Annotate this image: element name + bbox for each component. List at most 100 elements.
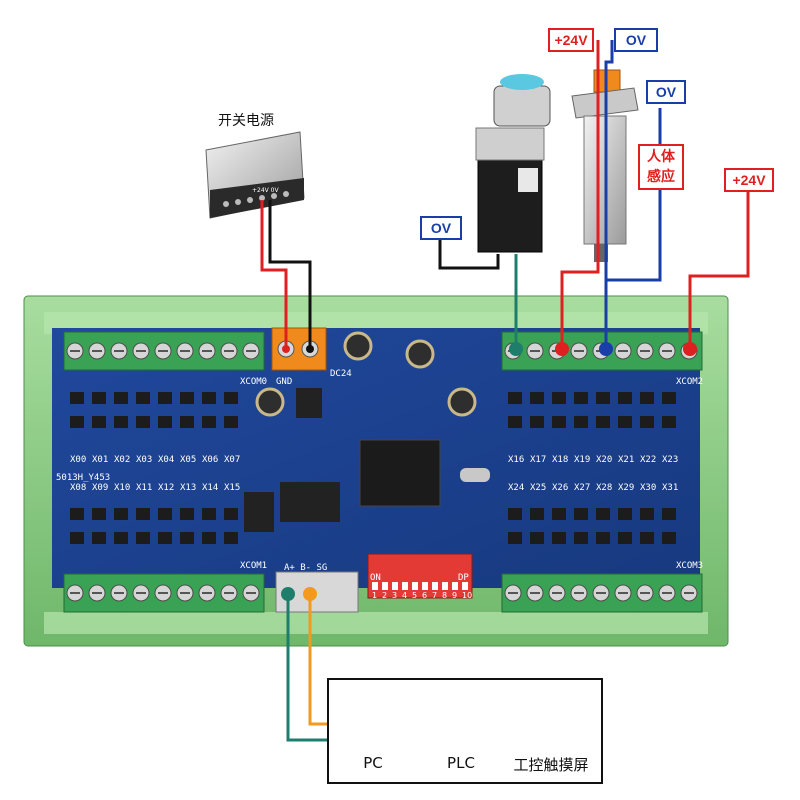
optocoupler-chip xyxy=(618,532,632,544)
dip-number: 8 xyxy=(442,591,447,600)
optocoupler-chip xyxy=(618,416,632,428)
optocoupler-chip xyxy=(92,392,106,404)
io-channel-label: X09 xyxy=(92,483,108,493)
dip-on-label: ON xyxy=(370,573,381,583)
optocoupler-chip xyxy=(92,508,106,520)
mcu-chip xyxy=(359,439,441,507)
rs485-chip xyxy=(280,482,340,522)
dip-switch[interactable] xyxy=(367,553,473,599)
io-channel-label: X20 xyxy=(596,455,612,465)
io-channel-label: X26 xyxy=(552,483,568,493)
xcom3-label: XCOM3 xyxy=(676,561,703,571)
dip-number: 7 xyxy=(432,591,437,600)
communication-devices-box xyxy=(327,678,603,784)
optocoupler-chip xyxy=(180,532,194,544)
optocoupler-chip xyxy=(530,392,544,404)
optocoupler-chip xyxy=(224,508,238,520)
optocoupler-chip xyxy=(508,392,522,404)
optocoupler-chip xyxy=(662,532,676,544)
io-channel-label: X00 xyxy=(70,455,86,465)
io-channel-label: X04 xyxy=(158,455,174,465)
io-channel-label: X14 xyxy=(202,483,218,493)
device-label-touchscreen: 工控触摸屏 xyxy=(513,756,589,774)
io-channel-label: X07 xyxy=(224,455,240,465)
psu-terminal-text: +24V 0V xyxy=(252,187,279,194)
dip-number: 9 xyxy=(452,591,457,600)
power-supply-label: 开关电源 xyxy=(218,113,274,129)
optocoupler-chip xyxy=(114,416,128,428)
optocoupler-chip xyxy=(92,532,106,544)
dip-number: 4 xyxy=(402,591,407,600)
ov-top-label: OV xyxy=(614,28,658,52)
optocoupler-chip xyxy=(202,532,216,544)
io-channel-label: X25 xyxy=(530,483,546,493)
io-channel-label: X08 xyxy=(70,483,86,493)
io-channel-label: X10 xyxy=(114,483,130,493)
optocoupler-chip xyxy=(530,416,544,428)
io-channel-label: X16 xyxy=(508,455,524,465)
optocoupler-chip xyxy=(574,508,588,520)
io-channel-label: X24 xyxy=(508,483,524,493)
dip-number: 3 xyxy=(392,591,397,600)
optocoupler-chip xyxy=(640,508,654,520)
xcom0-label: XCOM0 xyxy=(240,377,267,387)
optocoupler-chip xyxy=(70,532,84,544)
optocoupler-chip xyxy=(662,416,676,428)
optocoupler-chip xyxy=(618,508,632,520)
optocoupler-chip xyxy=(136,508,150,520)
optocoupler-chip xyxy=(180,392,194,404)
optocoupler-chip xyxy=(70,392,84,404)
optocoupler-chip xyxy=(640,392,654,404)
io-channel-label: X12 xyxy=(158,483,174,493)
xcom2-label: XCOM2 xyxy=(676,377,703,387)
optocoupler-chip xyxy=(224,392,238,404)
optocoupler-chip xyxy=(552,532,566,544)
optocoupler-chip xyxy=(596,392,610,404)
pcb-components xyxy=(244,331,490,599)
io-channel-label: X23 xyxy=(662,455,678,465)
io-channel-label: X18 xyxy=(552,455,568,465)
dip-dp-label: DP xyxy=(458,573,469,583)
io-channel-label: X19 xyxy=(574,455,590,465)
dc24-label: DC24 xyxy=(330,369,352,379)
optocoupler-chip xyxy=(180,508,194,520)
optocoupler-chip xyxy=(640,416,654,428)
optocoupler-chip xyxy=(596,508,610,520)
io-channel-label: X27 xyxy=(574,483,590,493)
optocoupler-chip xyxy=(552,508,566,520)
ov-left-label: OV xyxy=(420,216,462,240)
optocoupler-chip xyxy=(114,392,128,404)
io-channel-label: X29 xyxy=(618,483,634,493)
wires xyxy=(260,40,750,742)
optocoupler-chip xyxy=(224,532,238,544)
rs485-label: A+ B- SG xyxy=(284,563,327,573)
optocoupler-chip xyxy=(574,416,588,428)
optocoupler-chip xyxy=(552,392,566,404)
optocoupler-chip xyxy=(92,416,106,428)
gnd-label: GND xyxy=(276,377,292,387)
optocoupler-chip xyxy=(508,532,522,544)
io-channel-label: X21 xyxy=(618,455,634,465)
optocoupler-chip xyxy=(596,532,610,544)
optocoupler-chip xyxy=(574,532,588,544)
io-channel-label: X01 xyxy=(92,455,108,465)
optocoupler-chip xyxy=(70,508,84,520)
optocoupler-chip xyxy=(574,392,588,404)
dip-number: 10 xyxy=(462,591,472,600)
plus24v-top-label: +24V xyxy=(548,28,594,52)
optocoupler-chip xyxy=(508,416,522,428)
optocoupler-chip xyxy=(618,392,632,404)
dip-number: 1 xyxy=(372,591,377,600)
optocoupler-chip xyxy=(202,416,216,428)
wire-terminal-dots xyxy=(281,342,697,601)
optocoupler-chip xyxy=(158,392,172,404)
io-channel-label: X31 xyxy=(662,483,678,493)
optocoupler-chip xyxy=(224,416,238,428)
io-channel-label: X30 xyxy=(640,483,656,493)
io-channel-label: X02 xyxy=(114,455,130,465)
device-label-plc: PLC xyxy=(447,754,475,772)
plus24v-right-label: +24V xyxy=(724,168,774,192)
optocoupler-chip xyxy=(202,508,216,520)
push-button xyxy=(475,74,551,253)
io-channel-label: X11 xyxy=(136,483,152,493)
